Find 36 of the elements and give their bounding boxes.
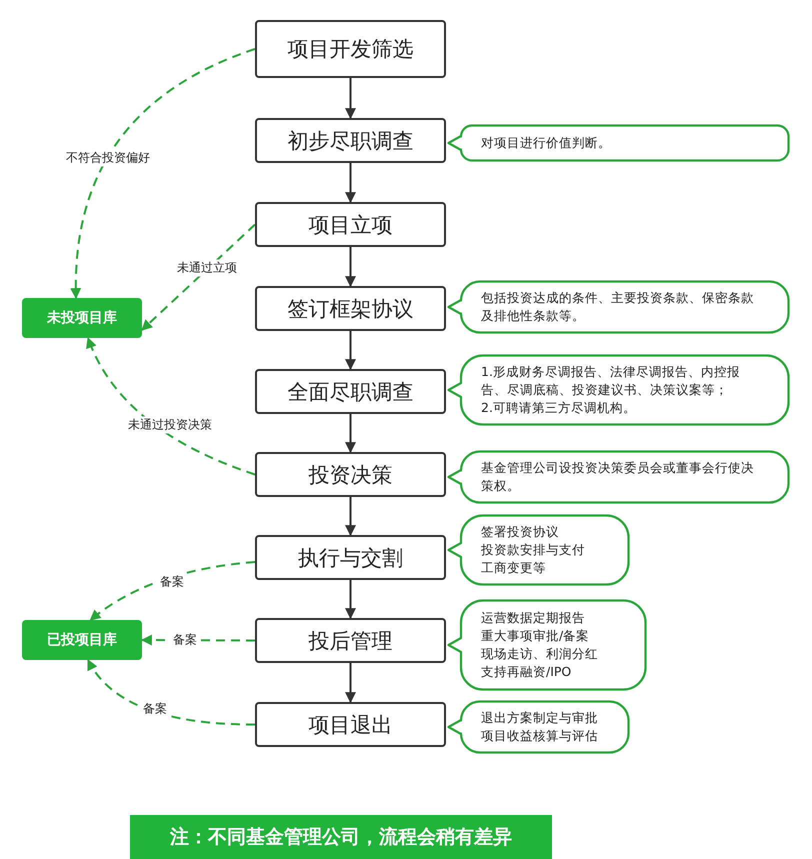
callout-bubble: 签署投资协议 投资款安排与支付 工商变更等 [447,514,630,586]
dashed-arrow [86,336,256,476]
process-box: 执行与交割 [255,535,446,580]
edge-label: 未通过立项 [175,260,239,276]
process-box: 全面尽职调查 [255,369,446,414]
process-box: 项目开发筛选 [255,20,446,78]
arrow [345,497,356,536]
arrow [345,580,356,620]
dashed-arrow [70,48,256,300]
callout-bubble: 对项目进行价值判断。 [447,124,790,162]
process-box: 签订框架协议 [255,286,446,331]
arrow [345,331,356,370]
process-box: 初步尽职调查 [255,118,446,163]
dashed-arrow [141,224,256,331]
repository-box: 未投项目库 [22,298,142,338]
process-box: 项目立项 [255,202,446,247]
callout-bubble: 包括投资达成的条件、主要投资条款、保密条款及排他性条款等。 [447,280,790,334]
callout-bubble: 运营数据定期报告 重大事项审批/备案 现场走访、利润分红 支持再融资/IPO [447,599,647,691]
process-box: 投资决策 [255,452,446,497]
process-box: 项目退出 [255,702,446,747]
arrow [345,163,356,204]
arrow [345,414,356,454]
edge-label: 不符合投资偏好 [64,150,152,166]
arrow [345,247,356,288]
arrow [345,663,356,704]
edge-label: 备案 [171,632,199,648]
repository-box: 已投项目库 [22,620,142,660]
callout-bubble: 退出方案制定与审批 项目收益核算与评估 [447,700,630,754]
callout-bubble: 1.形成财务尽调报告、法律尽调报告、内控报告、尽调底稿、投资建议书、决策议案等； 2.可聘请第三方尽调机构。 [447,354,790,426]
arrow [345,78,356,120]
edge-label: 备案 [158,574,186,590]
process-box: 投后管理 [255,618,446,663]
edge-label: 未通过投资决策 [126,416,214,434]
callout-bubble: 基金管理公司设投资决策委员会或董事会行使决策权。 [447,450,790,504]
edge-label: 备案 [141,700,169,718]
note-banner: 注：不同基金管理公司，流程会稍有差异 [130,815,552,859]
